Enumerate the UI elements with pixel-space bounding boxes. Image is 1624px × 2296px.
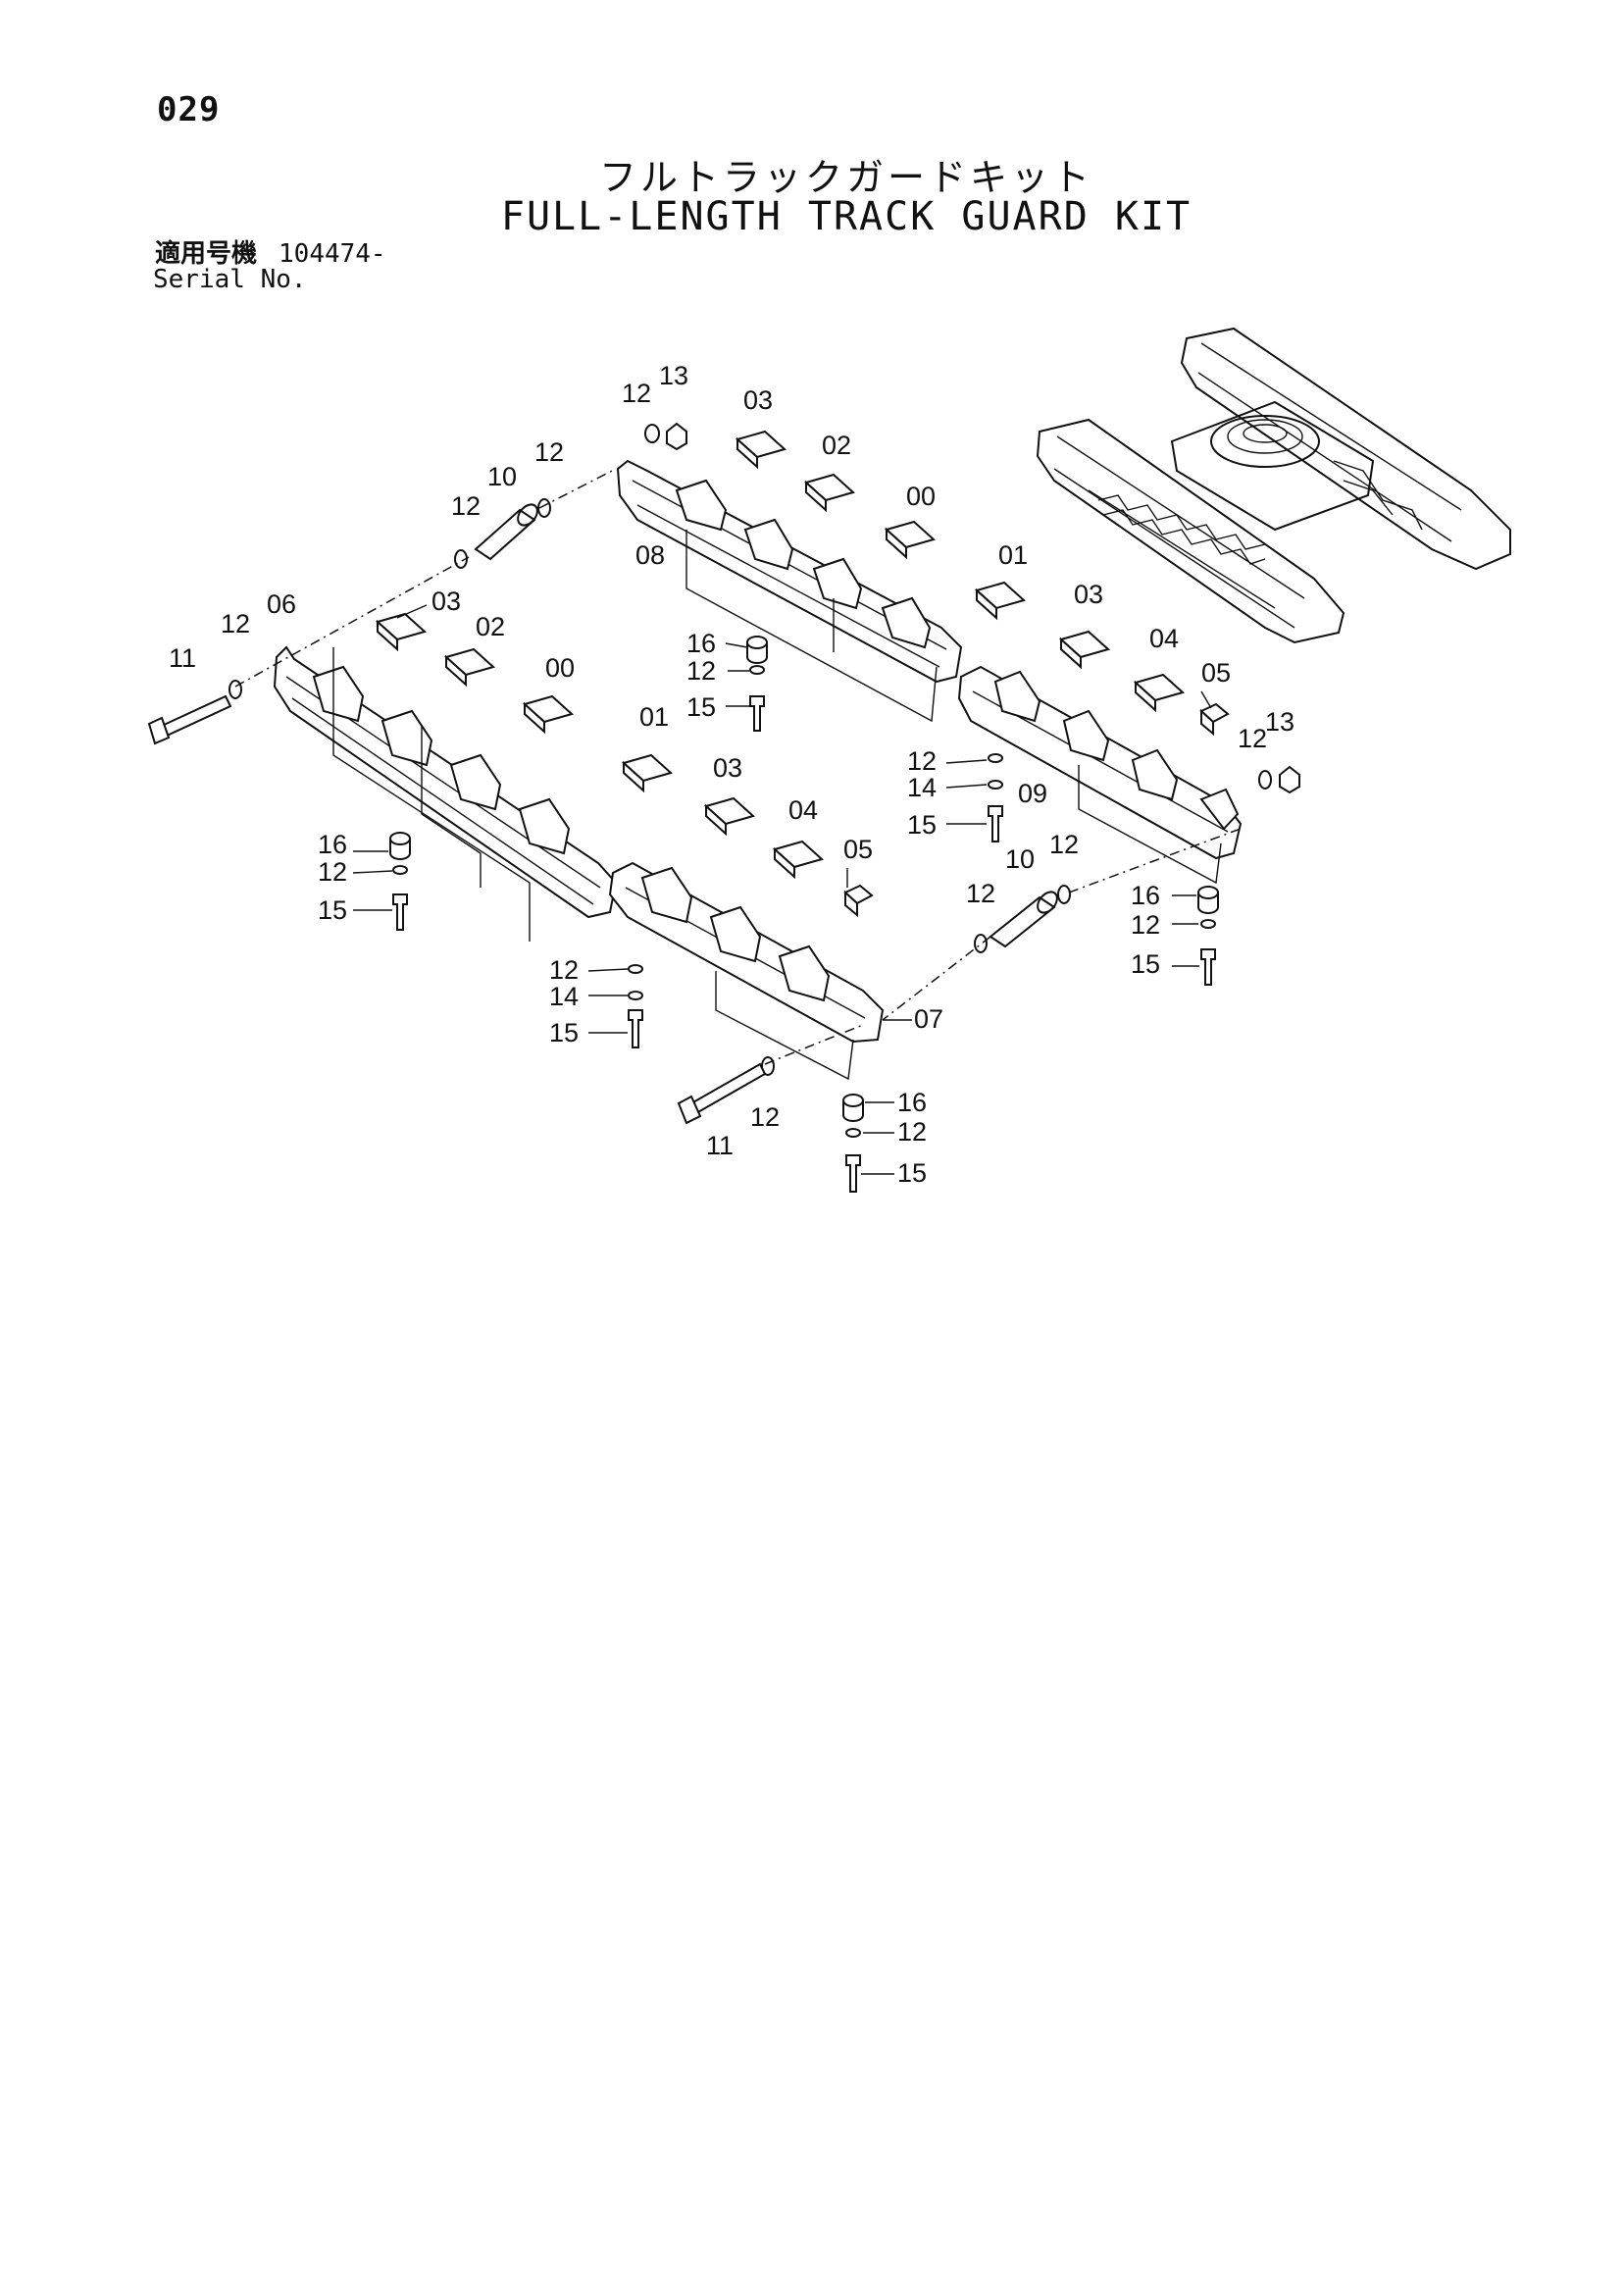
callout-12: 12 (622, 379, 651, 408)
callout-14: 14 (907, 773, 937, 802)
callout-03: 03 (431, 587, 461, 616)
callout-12: 12 (1131, 910, 1160, 940)
callout-12: 12 (549, 955, 579, 985)
callout-11: 11 (169, 643, 196, 673)
callout-06: 06 (267, 589, 296, 619)
callout-12: 12 (534, 437, 564, 467)
page-number: 029 (157, 90, 221, 129)
callout-12: 12 (451, 491, 481, 521)
callout-15: 15 (1131, 949, 1160, 979)
callout-16: 16 (318, 830, 347, 859)
callout-15: 15 (549, 1018, 579, 1047)
callout-13: 13 (1265, 707, 1294, 737)
track-guard-right (957, 665, 1243, 885)
serial-value: 104474- (279, 239, 386, 269)
title-japanese: フルトラックガードキット (598, 156, 1093, 199)
callout-04: 04 (1149, 624, 1179, 653)
callout-16: 16 (686, 629, 716, 658)
callout-01: 01 (639, 702, 669, 732)
callout-12: 12 (221, 609, 250, 638)
callout-00: 00 (906, 482, 936, 511)
callout-03: 03 (713, 753, 742, 783)
callout-11: 11 (706, 1131, 734, 1160)
callout-16: 16 (1131, 881, 1160, 910)
callout-labels: 13 12 03 02 00 10 12 12 08 01 03 04 05 1… (169, 361, 1294, 1188)
callout-12: 12 (1049, 830, 1079, 859)
callout-15: 15 (907, 810, 937, 840)
callout-15: 15 (686, 692, 716, 722)
title-english: FULL-LENGTH TRACK GUARD KIT (500, 194, 1193, 239)
fasteners (147, 422, 1300, 1193)
serial-block: 適用号機 104474- Serial No. (153, 239, 386, 294)
serial-label-jp: 適用号機 (155, 239, 258, 269)
leader-lines (352, 604, 1212, 1175)
callout-12: 12 (907, 746, 937, 776)
callout-02: 02 (476, 612, 505, 641)
callout-05: 05 (1201, 658, 1231, 688)
callout-12: 12 (1238, 724, 1267, 753)
callout-12: 12 (318, 857, 347, 887)
callout-04: 04 (788, 795, 818, 825)
shim-plates (375, 430, 1230, 918)
track-guard-upper (616, 459, 963, 723)
undercarriage-inset-illustration (1036, 327, 1511, 644)
callout-10: 10 (487, 462, 517, 491)
callout-05: 05 (843, 835, 873, 864)
callout-12: 12 (750, 1102, 780, 1132)
callout-16: 16 (897, 1088, 927, 1117)
callout-12: 12 (686, 656, 716, 686)
callout-07: 07 (914, 1004, 943, 1034)
callout-03: 03 (743, 385, 773, 415)
assembly-centerlines (234, 468, 1242, 1065)
callout-02: 02 (822, 431, 851, 460)
callout-14: 14 (549, 982, 579, 1011)
callout-01: 01 (998, 540, 1028, 570)
callout-03: 03 (1074, 580, 1103, 609)
callout-09: 09 (1018, 779, 1047, 808)
callout-12: 12 (966, 879, 995, 908)
callout-10: 10 (1005, 844, 1035, 874)
serial-label-en: Serial No. (153, 265, 307, 294)
callout-15: 15 (318, 895, 347, 925)
callout-13: 13 (659, 361, 688, 390)
callout-00: 00 (545, 653, 575, 683)
callout-08: 08 (635, 540, 665, 570)
track-guard-lower (608, 861, 885, 1081)
callout-12: 12 (897, 1117, 927, 1147)
callout-15: 15 (897, 1158, 927, 1188)
